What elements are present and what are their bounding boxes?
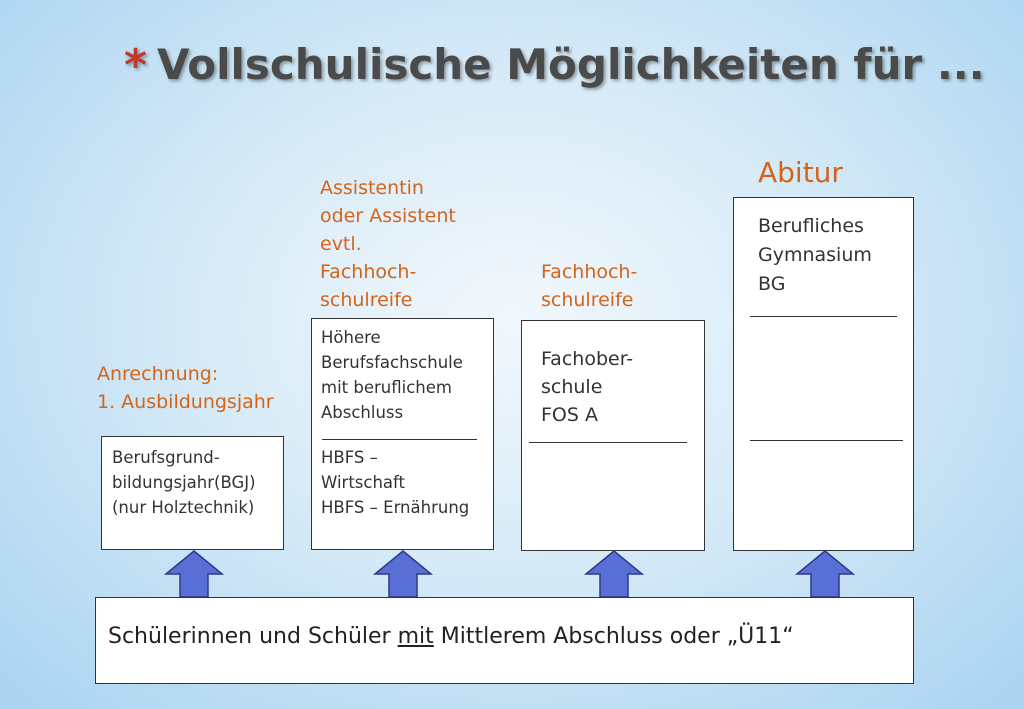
label-line: evtl. — [320, 233, 362, 255]
box-bg: Berufliches Gymnasium BG — [733, 197, 914, 551]
box-hbfs: Höhere Berufsfachschule mit beruflichem … — [311, 318, 494, 550]
label-line: schulreife — [541, 289, 634, 311]
box-line: Berufliches — [758, 215, 864, 237]
label-line: Fachhoch- — [320, 261, 417, 283]
up-arrow-icon — [584, 550, 644, 598]
box-bottom: Schülerinnen und Schüler mit Mittlerem A… — [95, 597, 914, 684]
box-line: (nur Holztechnik) — [112, 498, 255, 517]
box-line: bildungsjahr(BGJ) — [112, 473, 256, 492]
box-line: Fachober- — [541, 348, 634, 370]
title-text: Vollschulische Möglichkeiten für ... — [157, 40, 985, 89]
slide-title: *Vollschulische Möglichkeiten für ... — [124, 40, 1004, 110]
up-arrow-icon — [164, 550, 224, 598]
label-line: schulreife — [320, 289, 413, 311]
box-line: HBFS – — [321, 448, 378, 467]
label-line: oder Assistent — [320, 205, 456, 227]
box-line: Berufsfachschule — [321, 353, 463, 372]
box-line: BG — [758, 273, 786, 295]
box-line: Höhere — [321, 328, 381, 347]
label-line: 1. Ausbildungsjahr — [97, 391, 274, 413]
divider-line — [322, 439, 477, 440]
box-line: Berufsgrund- — [112, 448, 220, 467]
label-anrechnung: Anrechnung: 1. Ausbildungsjahr — [97, 360, 274, 416]
box-line: FOS A — [541, 404, 598, 426]
box-fos: Fachober- schule FOS A — [521, 320, 705, 551]
box-line: Wirtschaft — [321, 473, 406, 492]
bottom-text-before: Schülerinnen und Schüler — [108, 624, 398, 649]
label-line: Anrechnung: — [97, 363, 219, 385]
box-line: Gymnasium — [758, 244, 872, 266]
label-fachhochschulreife: Fachhoch- schulreife — [541, 258, 637, 314]
divider-line — [750, 316, 897, 317]
bottom-text: Schülerinnen und Schüler mit Mittlerem A… — [108, 624, 794, 649]
divider-line — [529, 442, 687, 443]
up-arrow-icon — [795, 550, 855, 598]
box-line: HBFS – Ernährung — [321, 498, 470, 517]
bottom-text-after: Mittlerem Abschluss oder „Ü11“ — [433, 624, 794, 649]
box-line: Abschluss — [321, 403, 404, 422]
label-line: Assistentin — [320, 177, 424, 199]
title-star: * — [124, 40, 148, 91]
bottom-text-underlined: mit — [397, 624, 434, 649]
box-line: mit beruflichem — [321, 378, 452, 397]
divider-line — [750, 440, 903, 441]
up-arrow-icon — [373, 550, 433, 598]
label-assistent: Assistentin oder Assistent evtl. Fachhoc… — [320, 174, 456, 314]
box-line: schule — [541, 376, 603, 398]
box-bgj: Berufsgrund- bildungsjahr(BGJ) (nur Holz… — [101, 436, 284, 550]
label-abitur: Abitur — [758, 156, 843, 189]
label-line: Fachhoch- — [541, 261, 638, 283]
